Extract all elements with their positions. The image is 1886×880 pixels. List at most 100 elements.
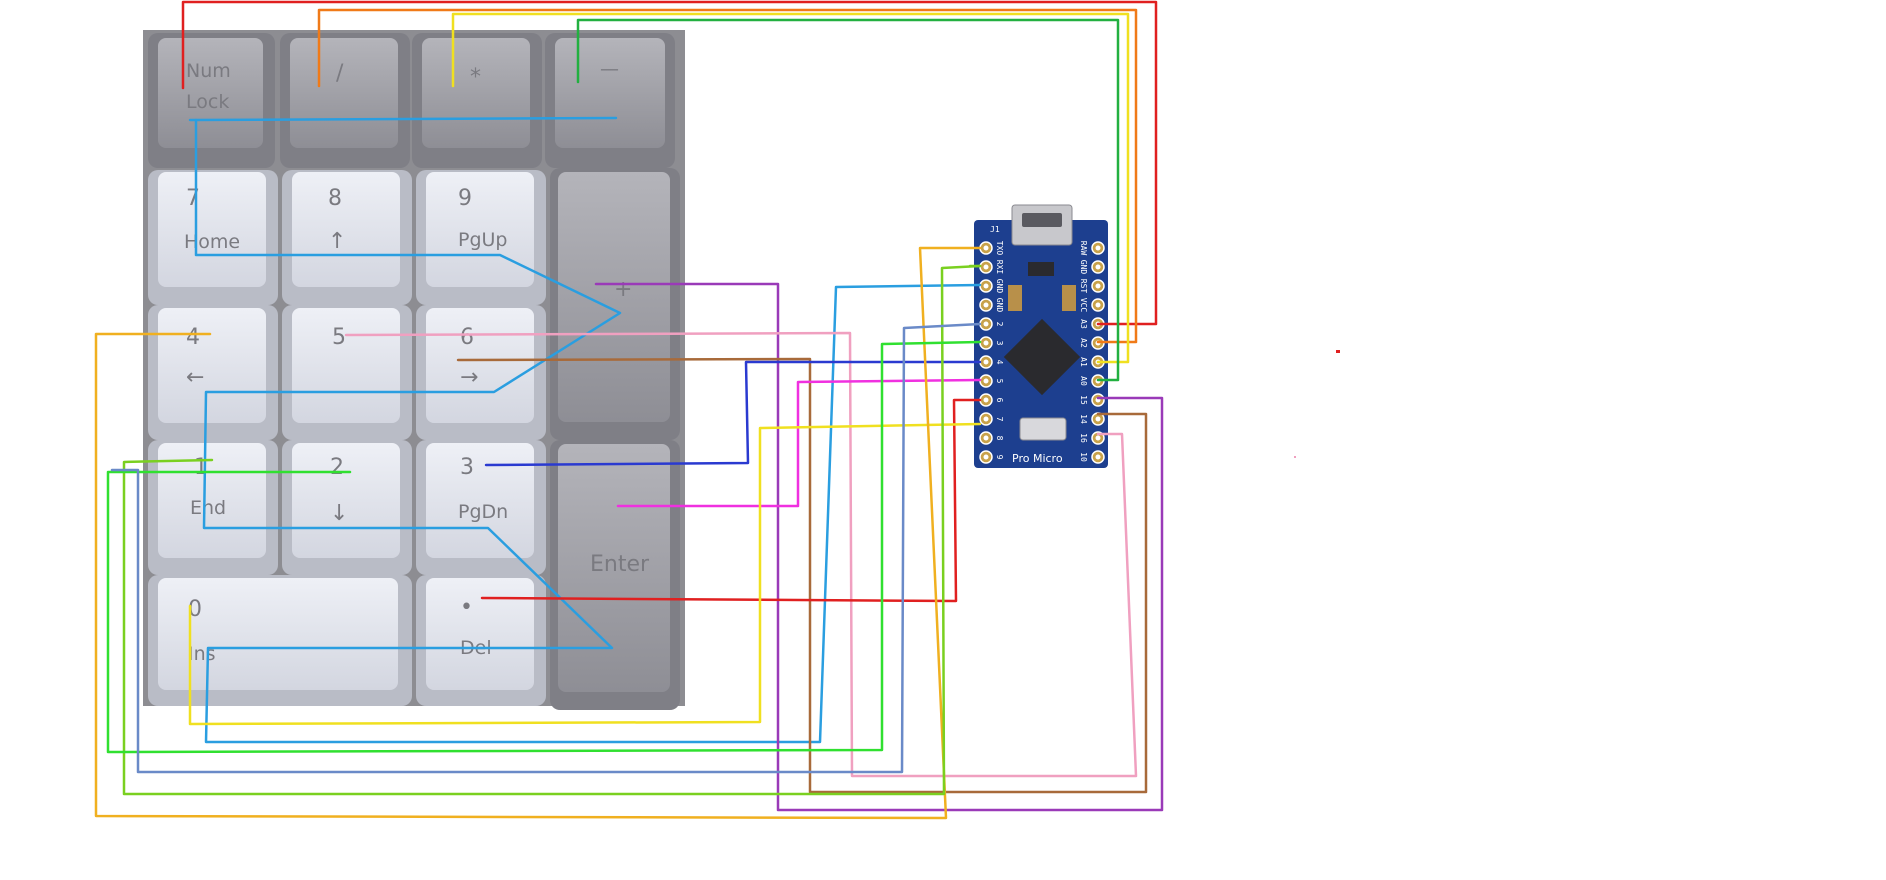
- key-legend: ↑: [328, 229, 346, 254]
- wire-lime-1: [122, 264, 982, 796]
- wire-yellow-0: [188, 422, 982, 726]
- key-legend: Enter: [590, 552, 650, 577]
- key-legend: 7: [186, 186, 200, 211]
- wire-purple-plus: [594, 282, 1164, 812]
- left-pin-label: RXI: [995, 260, 1004, 275]
- key-numlock: Num Lock: [148, 33, 275, 168]
- key-legend: End: [190, 497, 226, 519]
- key-legend: Num: [186, 60, 231, 82]
- left-pin-label: 6: [995, 398, 1004, 403]
- stray-dot: [1336, 350, 1340, 353]
- crystal-oscillator: [1019, 417, 1067, 441]
- right-pin-label: 14: [1079, 414, 1088, 424]
- right-pin-hole: [1095, 264, 1101, 270]
- key-dot: • Del: [416, 575, 546, 706]
- left-pin-label: GND: [995, 298, 1004, 313]
- wire-slate-row: [110, 322, 982, 774]
- wire-red-dot: [480, 398, 982, 603]
- wire-orange-slash: [317, 8, 1138, 344]
- right-pin-hole: [1095, 454, 1101, 460]
- right-pin-label: RST: [1079, 279, 1088, 294]
- right-pin-label: A1: [1079, 357, 1088, 367]
- key-4: 4 ←: [148, 305, 278, 440]
- right-pin-label: 15: [1079, 395, 1088, 405]
- key-legend: ←: [186, 365, 204, 390]
- key-8: 8 ↑: [282, 170, 412, 305]
- key-legend: Lock: [186, 91, 229, 113]
- key-legend: 3: [460, 455, 474, 480]
- keypad: Num Lock / * — 7 Home 8 ↑: [143, 30, 685, 710]
- key-legend: 5: [332, 325, 346, 350]
- key-legend: 9: [458, 186, 472, 211]
- wire-pink-5: [344, 331, 1138, 778]
- key-legend: /: [336, 61, 344, 86]
- left-pin-hole: [983, 378, 989, 384]
- board-name: Pro Micro: [1012, 452, 1063, 465]
- key-legend: →: [460, 365, 478, 390]
- right-pin-hole: [1095, 435, 1101, 441]
- key-legend: PgDn: [458, 501, 508, 523]
- right-pin-label: 16: [1079, 433, 1088, 443]
- left-pin-label: TXO: [995, 241, 1004, 256]
- key-slash: /: [280, 33, 410, 168]
- key-legend: +: [614, 277, 632, 302]
- left-pin-hole: [983, 283, 989, 289]
- capacitor: [1062, 285, 1076, 311]
- left-pin-hole: [983, 435, 989, 441]
- key-legend: 2: [330, 455, 344, 480]
- wires: [94, 0, 1164, 820]
- right-pin-label: A3: [1079, 319, 1088, 329]
- right-pin-label: A0: [1079, 376, 1088, 386]
- left-pin-hole: [983, 416, 989, 422]
- wire-brown-6: [456, 357, 1148, 794]
- left-pin-hole: [983, 397, 989, 403]
- key-legend: —: [600, 58, 619, 80]
- right-pin-hole: [1095, 302, 1101, 308]
- left-pin-label: 7: [995, 417, 1004, 422]
- right-pin-label: 10: [1079, 452, 1088, 462]
- wire-blue-matrix: [194, 118, 982, 744]
- wire-blue-row1: [188, 116, 618, 122]
- key-7: 7 Home: [148, 170, 278, 305]
- right-pin-label: RAW: [1079, 241, 1088, 256]
- left-pin-label: 3: [995, 341, 1004, 346]
- left-pin-label: 2: [995, 322, 1004, 327]
- right-pin-hole: [1095, 283, 1101, 289]
- left-pin-label: GND: [995, 279, 1004, 294]
- key-legend: Home: [184, 231, 240, 253]
- key-legend: ↓: [330, 501, 348, 526]
- key-enter: Enter: [550, 440, 680, 710]
- board-side-mark: J1: [990, 225, 1000, 234]
- key-plus: +: [550, 168, 680, 440]
- left-pin-hole: [983, 454, 989, 460]
- right-pin-hole: [1095, 245, 1101, 251]
- right-pin-label: GND: [1079, 260, 1088, 275]
- key-legend: 4: [186, 325, 200, 350]
- left-pin-hole: [983, 245, 989, 251]
- left-pin-label: 8: [995, 436, 1004, 441]
- left-pin-label: 4: [995, 360, 1004, 365]
- key-6: 6 →: [416, 305, 546, 440]
- key-legend: 0: [188, 597, 202, 622]
- wire-green-2: [106, 340, 982, 754]
- key-0: 0 Ins: [148, 575, 412, 706]
- key-legend: Ins: [188, 643, 216, 665]
- right-pin-label: VCC: [1079, 298, 1088, 313]
- capacitor: [1008, 285, 1022, 311]
- wire-gold-4: [94, 246, 982, 820]
- right-pin-label: A2: [1079, 338, 1088, 348]
- wire-green-minus: [576, 18, 1120, 382]
- key-legend: 8: [328, 186, 342, 211]
- left-pin-hole: [983, 340, 989, 346]
- key-asterisk: *: [412, 33, 542, 168]
- wire-darkblue-3: [484, 360, 982, 467]
- key-minus: —: [545, 33, 675, 168]
- left-pin-hole: [983, 264, 989, 270]
- key-legend: •: [460, 595, 473, 620]
- usb-port-opening: [1022, 213, 1062, 227]
- stray-dot: [1294, 456, 1296, 458]
- key-legend: *: [470, 65, 481, 90]
